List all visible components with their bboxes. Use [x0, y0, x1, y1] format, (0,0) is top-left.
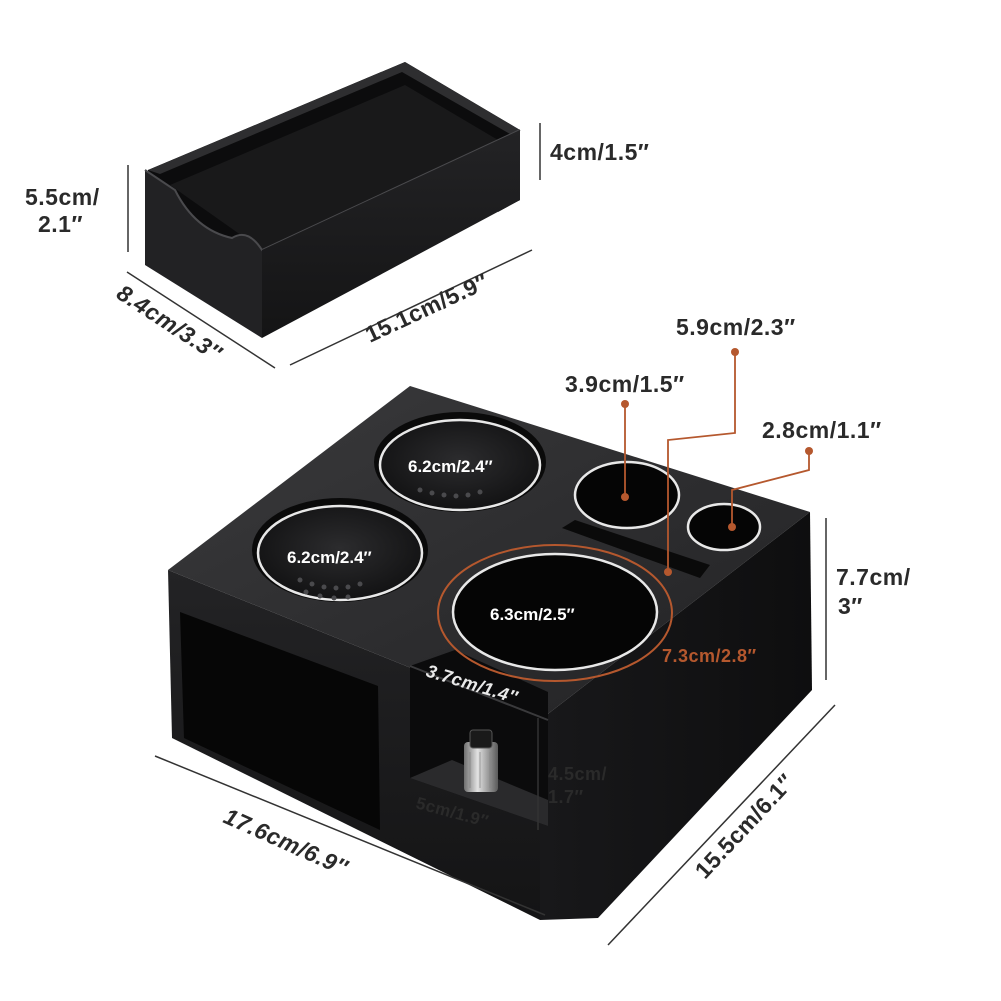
drawer-far-rim [148, 62, 520, 174]
notch-height-label-2: 1.7″ [548, 787, 584, 807]
mat-dot-pattern [297, 487, 483, 601]
adjustment-knob [464, 729, 498, 792]
portafilter-ring-large [437, 544, 673, 682]
drawer-front-face [262, 130, 520, 338]
drawer-left-end-wall [145, 170, 262, 338]
drawer-height-left-label-1: 5.5cm/ [25, 184, 100, 210]
accent-leader-dots [621, 348, 813, 576]
drawer-bay [180, 612, 380, 830]
notch-height-label-1: 4.5cm/ [548, 764, 607, 784]
drawer-dimension-lines [126, 123, 541, 369]
drawer-height-right-label: 4cm/1.5″ [550, 139, 649, 165]
mat-back-label: 6.2cm/2.4″ [408, 457, 493, 476]
drawer-rim-highlight [144, 129, 521, 252]
mat-front-label: 6.2cm/2.4″ [287, 548, 372, 567]
tamper-slot [562, 520, 710, 578]
knock-box-drawer [144, 62, 521, 338]
station-dimension-lines [154, 518, 836, 946]
accent-leader-lines [624, 352, 810, 572]
slot-total-label: 5.9cm/2.3″ [676, 314, 796, 340]
ring-large-label: 6.3cm/2.5″ [490, 605, 575, 624]
station-height-label-2: 3″ [838, 593, 863, 619]
station-height-label-1: 7.7cm/ [836, 564, 911, 590]
tamping-mat-front [252, 498, 428, 602]
station-side-face [540, 512, 812, 920]
drawer-inner-floor [170, 85, 498, 250]
hole-small-label: 2.8cm/1.1″ [762, 417, 882, 443]
drawer-height-left-label-2: 2.1″ [38, 211, 83, 237]
hole-medium-label: 3.9cm/1.5″ [565, 371, 685, 397]
tamper-notch-floor [410, 760, 548, 826]
drawer-length-label: 15.1cm/5.9″ [361, 268, 492, 348]
portafilter-hole-small [686, 502, 762, 552]
ring-outer-label: 7.3cm/2.8″ [662, 646, 757, 666]
